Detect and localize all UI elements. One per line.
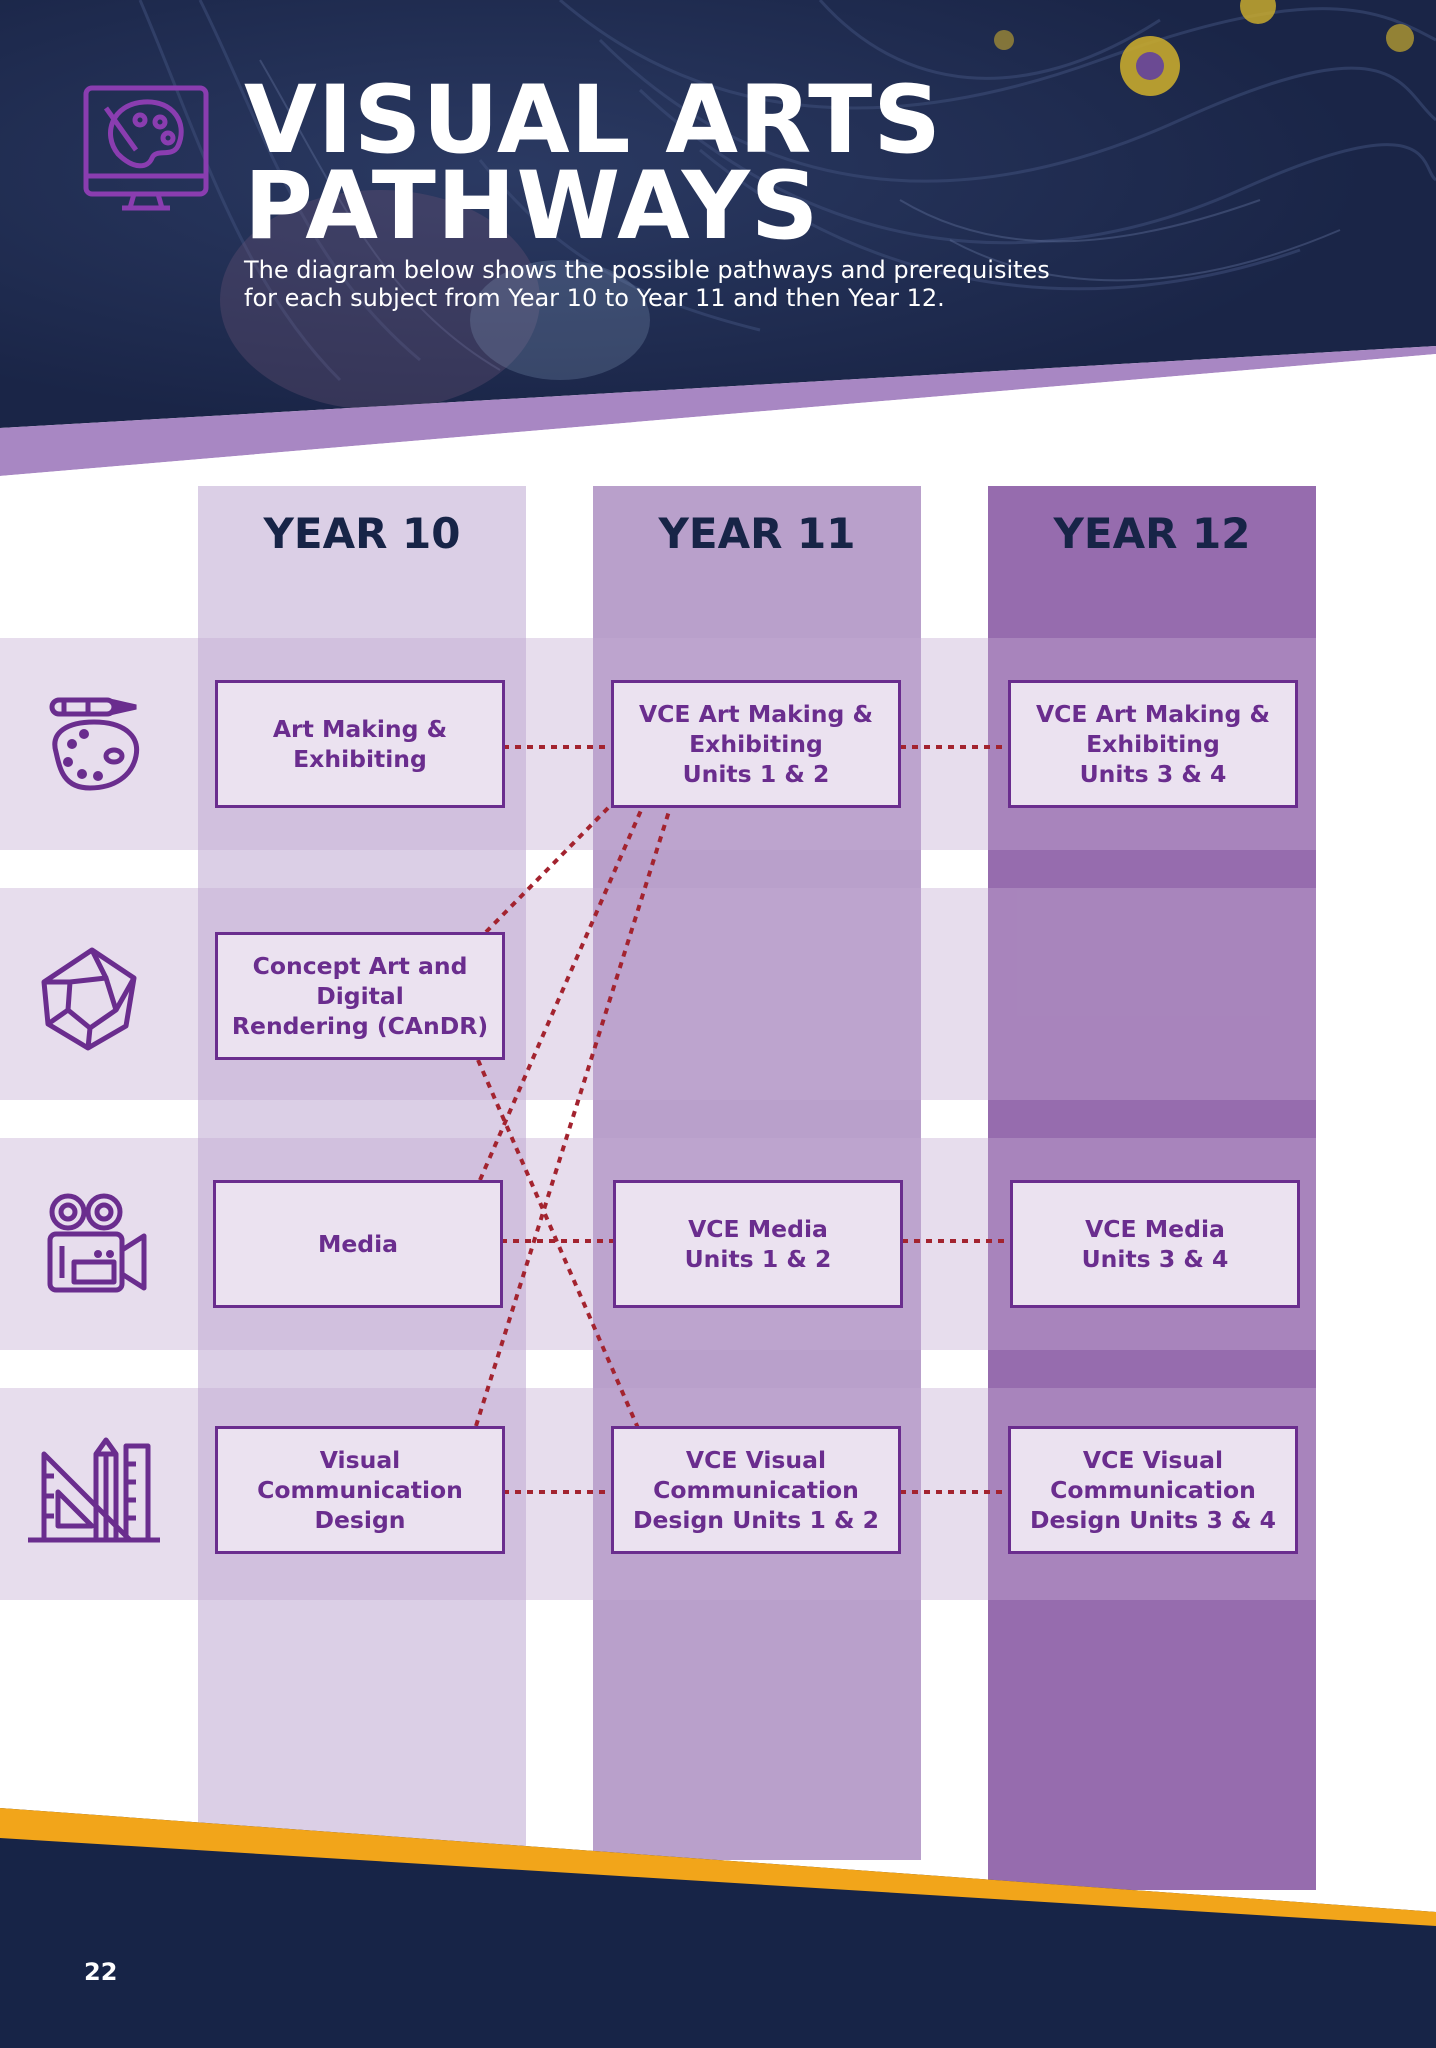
column-header-year-11: YEAR 11: [658, 509, 856, 558]
film-camera-icon: [47, 1193, 147, 1293]
subject-box-concept-art-year-10: Concept Art and Digital Rendering (CAnDR…: [215, 932, 505, 1060]
subtitle-text: The diagram below shows the possible pat…: [244, 256, 1050, 312]
page-number: 22: [84, 1958, 118, 1986]
column-header-year-12: YEAR 12: [1053, 509, 1251, 558]
subject-box-media-year-11: VCE Media Units 1 & 2: [613, 1180, 903, 1308]
pathway-media-to-art-11: [478, 807, 644, 1181]
subject-box-media-year-10: Media: [213, 1180, 503, 1308]
subject-box-art-making-year-11: VCE Art Making & Exhibiting Units 1 & 2: [611, 680, 901, 808]
palette-monitor-icon: [83, 85, 209, 211]
header-banner: [0, 0, 1436, 480]
page-title-line-2: PATHWAYS: [244, 152, 820, 261]
column-header-year-10: YEAR 10: [263, 509, 461, 558]
palette-brush-icon: [49, 697, 140, 791]
pathway-candr-to-art-11: [484, 806, 610, 934]
page-subtitle: The diagram below shows the possible pat…: [244, 256, 1064, 312]
subject-box-vcd-year-10: Visual Communication Design: [215, 1426, 505, 1554]
subject-box-vcd-year-12: VCE Visual Communication Design Units 3 …: [1008, 1426, 1298, 1554]
ruler-pencil-icon: [28, 1437, 160, 1543]
subject-box-art-making-year-10: Art Making & Exhibiting: [215, 680, 505, 808]
subject-box-art-making-year-12: VCE Art Making & Exhibiting Units 3 & 4: [1008, 680, 1298, 808]
page-title-line-1: VISUAL ARTS: [244, 66, 942, 175]
subject-box-media-year-12: VCE Media Units 3 & 4: [1010, 1180, 1300, 1308]
footer-band: [0, 1808, 1436, 2048]
subject-box-vcd-year-11: VCE Visual Communication Design Units 1 …: [611, 1426, 901, 1554]
pathway-vcd-to-art-11: [474, 807, 672, 1427]
flower-decoration-icon: [994, 0, 1414, 96]
polyhedron-icon: [41, 947, 137, 1051]
